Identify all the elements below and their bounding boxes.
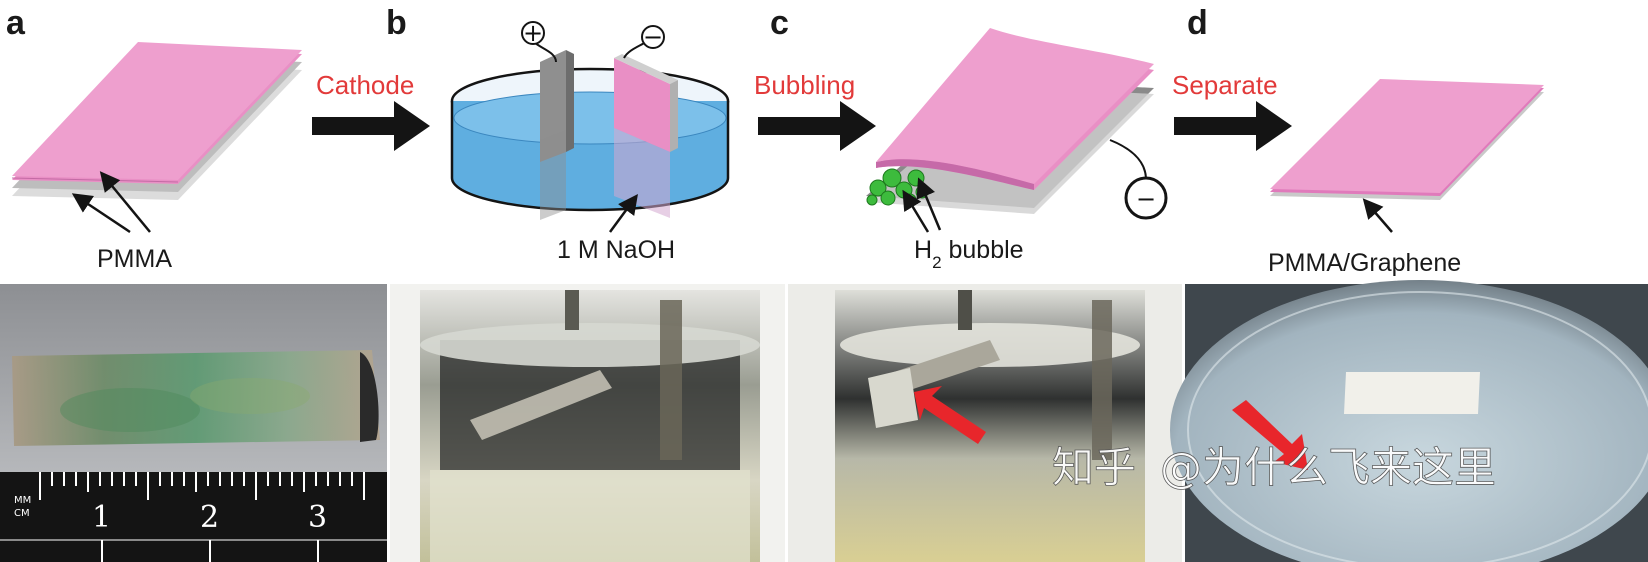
ruler-number-1: 1 (92, 500, 111, 535)
pmma-label: PMMA (97, 245, 172, 273)
h2-bubble-label: H2 bubble (914, 236, 1024, 272)
naoh-pointer (608, 193, 638, 233)
step-label-separate: Separate (1172, 70, 1278, 100)
anode-terminal: + (521, 19, 557, 63)
step-bubbling: Bubbling (754, 70, 876, 151)
ruler-unit-cm: CM (14, 508, 30, 519)
negative-terminal: − (1109, 139, 1168, 220)
ruler-number-3: 3 (308, 500, 327, 535)
bubble-pointers (902, 177, 942, 233)
panel-b: b + − 1 M NaOH (386, 4, 730, 264)
step-label-cathode: Cathode (316, 70, 414, 100)
photo-beaker-electrodes (390, 284, 785, 562)
electrolysis-cell (450, 50, 730, 220)
pmma-graphene-film (1270, 79, 1544, 200)
film-red-arrow (1232, 400, 1308, 470)
pmma-pointers (71, 171, 151, 234)
naoh-label: 1 M NaOH (557, 236, 675, 264)
ruler-number-2: 2 (200, 500, 219, 535)
peeling-stack (866, 28, 1154, 214)
film-pointer (1362, 198, 1393, 233)
photo-bubbling (788, 284, 1182, 562)
photo-copper-foil: MM CM 1 2 3 (0, 284, 387, 562)
step-arrow-1 (312, 101, 430, 151)
pmma-sheet (11, 42, 302, 200)
watermark: 知乎 @为什么飞来这里 (1052, 443, 1497, 493)
step-cathode: Cathode (312, 70, 430, 151)
panel-letter-d: d (1187, 4, 1208, 42)
ruler-unit-mm: MM (14, 495, 31, 506)
ruler: MM CM 1 2 3 (0, 472, 387, 562)
step-arrow-3 (1174, 101, 1292, 151)
cathode-terminal: − (623, 23, 665, 59)
pmma-graphene-label: PMMA/Graphene (1268, 249, 1461, 277)
watermark-logo: 知乎 (1052, 443, 1136, 492)
panel-d: d PMMA/Graphene (1187, 4, 1544, 277)
anode-sign: + (523, 19, 543, 47)
cathode-sign: − (643, 23, 663, 51)
step-separate: Separate (1172, 70, 1292, 151)
photo-petri-dish (1170, 280, 1648, 562)
panel-letter-a: a (6, 4, 26, 42)
step-label-bubbling: Bubbling (754, 70, 855, 100)
watermark-handle: @为什么飞来这里 (1160, 443, 1496, 492)
step-arrow-2 (758, 101, 876, 151)
panel-a: a PMMA (6, 4, 302, 273)
panel-letter-b: b (386, 4, 407, 42)
bubble-red-arrow (914, 386, 986, 444)
panel-letter-c: c (770, 4, 789, 42)
terminal-sign: − (1136, 185, 1156, 213)
panel-c: c − H2 bubble (770, 4, 1168, 272)
